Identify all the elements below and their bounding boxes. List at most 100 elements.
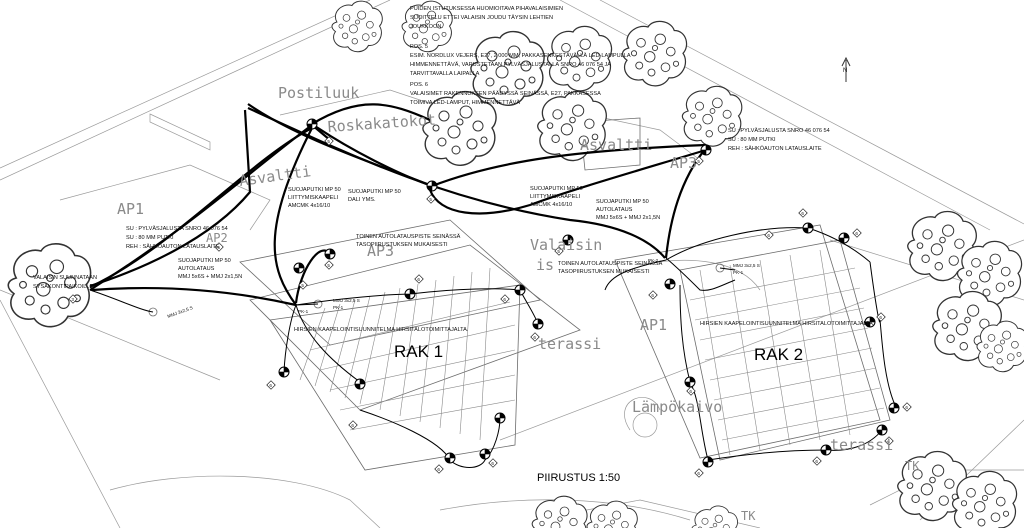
svg-text:6: 6	[269, 383, 272, 388]
position-marker: 6	[500, 294, 510, 304]
note-mmj: MMJ 3x2,5 S	[333, 298, 360, 303]
svg-text:6: 6	[351, 423, 354, 428]
note-toinen-1: TOINEN AUTOLATAUSPISTE SEINÄSSÄ TASOPIIR…	[356, 233, 461, 248]
position-marker: 3	[68, 294, 78, 304]
light-fixture-icon	[514, 284, 526, 296]
building-rak-1: RAK 1	[239, 219, 581, 471]
position-marker: 5	[694, 156, 704, 166]
position-marker: 6	[266, 380, 276, 390]
position-marker: 5	[426, 194, 436, 204]
svg-text:6: 6	[417, 277, 420, 282]
position-marker: 6	[414, 274, 424, 284]
tree-canopy-icon	[586, 500, 638, 528]
svg-text:5: 5	[327, 263, 330, 268]
svg-text:JOUKKOON.: JOUKKOON.	[410, 24, 443, 30]
svg-text:5: 5	[429, 197, 432, 202]
position-marker: 6	[648, 290, 658, 300]
position-marker: 6	[812, 456, 822, 466]
light-fixture-icon	[293, 262, 305, 274]
position-marker: 6	[434, 464, 444, 474]
note-toinen-2: TOINEN AUTOLATAUSPISTE SEINÄSSÄ TASOPIIR…	[558, 260, 663, 275]
note-pk-1-right: PK-1	[733, 270, 744, 275]
label-tk-1: TK	[905, 459, 920, 473]
note-left-edge: VALAISIN SUUNNATAAN SYSÄKONTIPAIKOILLE	[33, 275, 97, 290]
svg-text:SU : 80 MM PUTKI: SU : 80 MM PUTKI	[728, 137, 776, 143]
note-pk-1-small: PK-1	[333, 305, 344, 310]
svg-text:SIJOITTELU ETTEI VALAISIN JOUD: SIJOITTELU ETTEI VALAISIN JOUDU TÄYSIN L…	[410, 14, 553, 21]
light-fixture-icon	[426, 180, 438, 192]
label-valaisin: Valaisin	[530, 236, 602, 254]
svg-text:LIITTYMISKAAPELI: LIITTYMISKAAPELI	[530, 194, 580, 200]
svg-text:VALAISIMET RAKENNUKSEN PÄÄDYSS: VALAISIMET RAKENNUKSEN PÄÄDYSSÄ SEINÄSSÄ…	[410, 90, 601, 97]
label-ap2: AP2	[206, 231, 228, 245]
position-marker: 6	[488, 458, 498, 468]
svg-text:6: 6	[491, 461, 494, 466]
rak-1-label: RAK 1	[394, 342, 443, 361]
svg-text:SU : PYLVÄSJALUSTA SNRO 46 076: SU : PYLVÄSJALUSTA SNRO 46 076 54	[728, 127, 830, 134]
position-markers: 5 5 5 5 6 6 6 6 6 6 6 5 6 6 6 6 6 6 6 6 …	[68, 136, 912, 478]
note-hirsi-2: HIRSIEN KAAPELOINTISUUNNITELMA HIRSITALO…	[700, 321, 875, 327]
svg-text:N: N	[843, 68, 847, 74]
svg-text:ESIM. NORDLUX VEJERS, E27, 2 0: ESIM. NORDLUX VEJERS, E27, 2 000 MM, PAK…	[410, 52, 631, 59]
label-terassi-right: terassi	[830, 436, 893, 454]
drawing-scale: PIIRUSTUS 1:50	[537, 472, 620, 484]
position-marker: 6	[798, 208, 808, 218]
position-marker: 6	[686, 386, 696, 396]
tree-canopy-icon	[951, 470, 1018, 528]
svg-text:AUTOLATAUS: AUTOLATAUS	[596, 207, 633, 213]
position-marker: 6	[530, 332, 540, 342]
svg-text:6: 6	[437, 467, 440, 472]
note-suojaputki-4: SUOJAPUTKI MP 50 AUTOLATAUS MMJ 5x6S + M…	[178, 258, 242, 280]
svg-text:SYSÄKONTIPAIKOILLE: SYSÄKONTIPAIKOILLE	[33, 283, 93, 290]
notes-top: PUIDEN ISTUTUKSESSA HUOMIOITAVA PIHAVALA…	[410, 6, 631, 106]
note-suojaputki-3: SUOJAPUTKI MP 50 LIITTYMISKAAPELI AMCMK …	[530, 186, 583, 208]
svg-text:6: 6	[767, 233, 770, 238]
position-marker: 5	[324, 136, 334, 146]
svg-text:REH : SÄHKÖAUTON LATAUSLAITE: REH : SÄHKÖAUTON LATAUSLAITE	[126, 243, 220, 250]
svg-text:6: 6	[905, 405, 908, 410]
svg-text:6: 6	[887, 439, 890, 444]
tree-canopy-icon	[976, 320, 1024, 373]
svg-text:5: 5	[301, 283, 304, 288]
light-fixture-icon	[354, 378, 366, 390]
light-fixture-icon	[278, 366, 290, 378]
position-marker: 5	[554, 246, 564, 256]
label-roskakatokset: Roskakatokot	[327, 110, 436, 136]
light-fixture-icon	[838, 232, 850, 244]
svg-text:6: 6	[697, 471, 700, 476]
note-pk-2: PK-2	[648, 258, 659, 263]
note-hirsi-1: HIRSIEN KAAPELOINTISUUNNITELMA HIRSITALO…	[294, 327, 469, 333]
svg-text:POS. 5: POS. 5	[410, 44, 428, 50]
position-marker: 6	[764, 230, 774, 240]
light-fixture-icon	[876, 424, 888, 436]
label-terassi-mid: terassi	[538, 335, 601, 353]
svg-text:TASOPIIRUSTUKSEN MUKAISESTI: TASOPIIRUSTUKSEN MUKAISESTI	[558, 269, 650, 275]
svg-text:TASOPIIRUSTUKSEN MUKAISESTI: TASOPIIRUSTUKSEN MUKAISESTI	[356, 242, 448, 248]
svg-text:POS. 6: POS. 6	[410, 82, 428, 88]
note-mmj-right: MMJ 3x2,5 S	[733, 263, 760, 268]
label-ap3: AP3	[367, 242, 394, 260]
svg-text:3: 3	[71, 297, 74, 302]
light-fixture-icon	[702, 456, 714, 468]
light-fixture-icon	[306, 118, 318, 130]
svg-text:SUOJAPUTKI MP 50: SUOJAPUTKI MP 50	[288, 187, 341, 193]
svg-text:SU : PYLVÄSJALUSTA SNRO 46 076: SU : PYLVÄSJALUSTA SNRO 46 076 54	[126, 225, 228, 232]
tree-canopy-icon	[691, 505, 738, 528]
label-asvaltti-top: Asvaltti	[580, 136, 652, 154]
svg-text:AUTOLATAUS: AUTOLATAUS	[178, 266, 215, 272]
tree-canopy-icon	[621, 20, 688, 87]
light-fixture-icon	[700, 144, 712, 156]
label-tk-2: TK	[741, 509, 756, 523]
svg-text:SUOJAPUTKI MP 50: SUOJAPUTKI MP 50	[530, 186, 583, 192]
position-marker: 6	[884, 436, 894, 446]
svg-text:HIMMENNETTÄVÄ, VARUSTETAAN PYL: HIMMENNETTÄVÄ, VARUSTETAAN PYLVÄSJALUSTA…	[410, 61, 611, 68]
svg-text:5: 5	[217, 245, 220, 250]
svg-text:TOINEN AUTOLATAUSPISTE SEINÄSS: TOINEN AUTOLATAUSPISTE SEINÄSSÄ	[558, 260, 663, 267]
svg-text:6: 6	[815, 459, 818, 464]
main-cables	[89, 103, 707, 307]
note-pole-small: MMJ 3x2,5 S	[167, 305, 194, 319]
light-fixture-icon	[684, 376, 696, 388]
light-fixture-icon	[802, 222, 814, 234]
svg-text:REH : SÄHKÖAUTON LATAUSLAITE: REH : SÄHKÖAUTON LATAUSLAITE	[728, 145, 822, 152]
